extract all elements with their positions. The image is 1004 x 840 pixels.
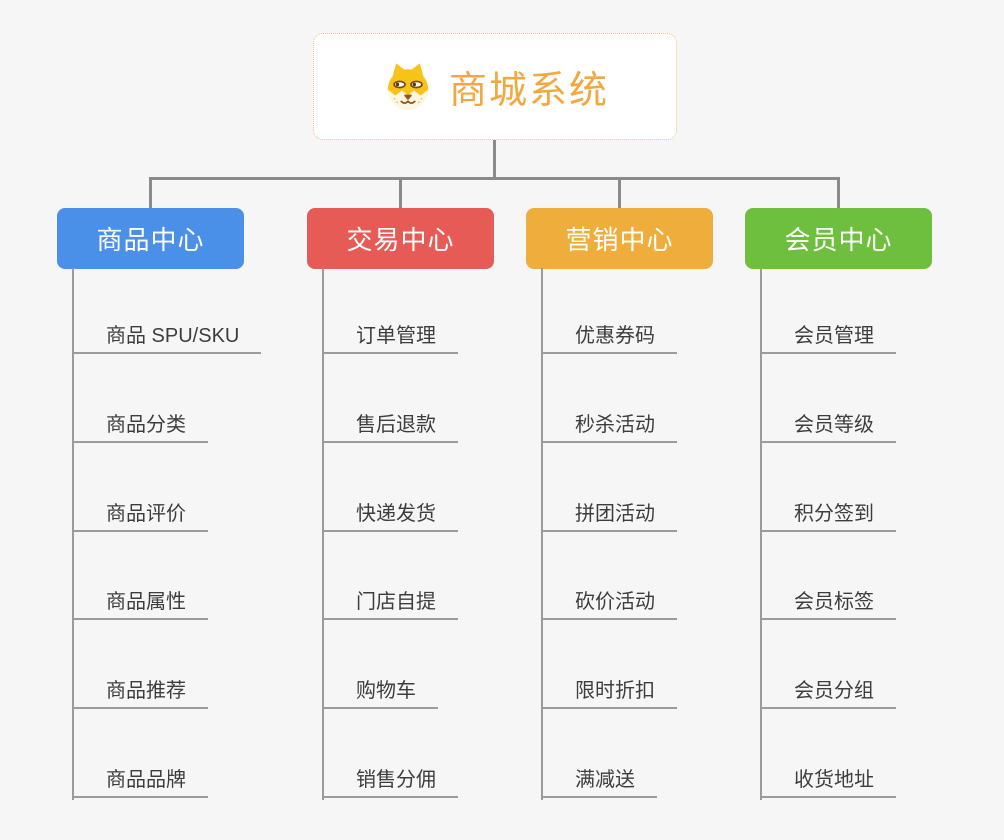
connector-drop-4 <box>837 177 840 210</box>
subtopic-item[interactable]: 积分签到 <box>760 500 896 532</box>
branch-stem-trade-center <box>322 268 324 800</box>
subtopic-item[interactable]: 快递发货 <box>322 500 458 532</box>
branch-box-marketing-center[interactable]: 营销中心 <box>526 208 713 269</box>
branch-stem-marketing-center <box>541 268 543 800</box>
subtopic-item[interactable]: 会员标签 <box>760 588 896 620</box>
branch-stem-member-center <box>760 268 762 800</box>
dog-face-icon[interactable] <box>381 60 435 114</box>
connector-bus <box>149 177 840 180</box>
connector-root-stem <box>493 139 496 178</box>
connector-drop-3 <box>618 177 621 210</box>
branch-stem-product-center <box>72 268 74 800</box>
subtopic-item[interactable]: 商品推荐 <box>72 677 208 709</box>
subtopic-item[interactable]: 商品品牌 <box>72 766 208 798</box>
subtopic-item[interactable]: 销售分佣 <box>322 766 458 798</box>
subtopic-item[interactable]: 拼团活动 <box>541 500 677 532</box>
root-title: 商城系统 <box>448 70 609 112</box>
subtopic-item[interactable]: 满减送 <box>541 766 657 798</box>
subtopic-item[interactable]: 限时折扣 <box>541 677 677 709</box>
root-node[interactable]: 商城系统 <box>313 33 677 140</box>
connector-drop-1 <box>149 177 152 210</box>
subtopic-item[interactable]: 收货地址 <box>760 766 896 798</box>
subtopic-item[interactable]: 商品评价 <box>72 500 208 532</box>
subtopic-item[interactable]: 商品属性 <box>72 588 208 620</box>
subtopic-item[interactable]: 秒杀活动 <box>541 411 677 443</box>
connector-drop-2 <box>399 177 402 210</box>
subtopic-item[interactable]: 会员等级 <box>760 411 896 443</box>
subtopic-item[interactable]: 商品分类 <box>72 411 208 443</box>
branch-box-trade-center[interactable]: 交易中心 <box>307 208 494 269</box>
subtopic-item[interactable]: 商品 SPU/SKU <box>72 322 262 354</box>
branch-box-member-center[interactable]: 会员中心 <box>745 208 932 269</box>
branch-box-product-center[interactable]: 商品中心 <box>57 208 244 269</box>
subtopic-item[interactable]: 优惠券码 <box>541 322 677 354</box>
subtopic-item[interactable]: 购物车 <box>322 677 438 709</box>
subtopic-item[interactable]: 会员分组 <box>760 677 896 709</box>
subtopic-item[interactable]: 售后退款 <box>322 411 458 443</box>
subtopic-item[interactable]: 门店自提 <box>322 588 458 620</box>
subtopic-item[interactable]: 订单管理 <box>322 322 458 354</box>
subtopic-item[interactable]: 会员管理 <box>760 322 896 354</box>
subtopic-item[interactable]: 砍价活动 <box>541 588 677 620</box>
